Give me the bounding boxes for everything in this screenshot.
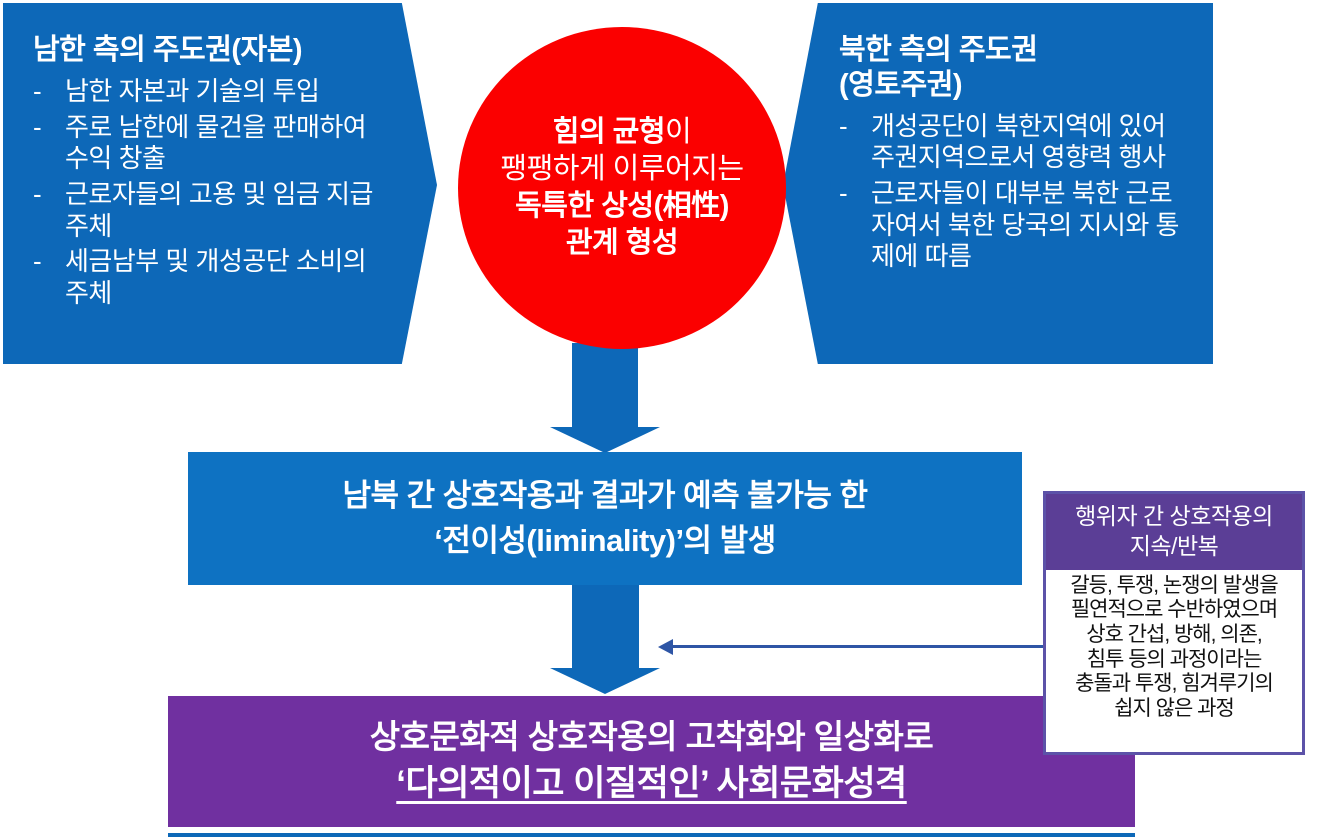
bullet-item: - 개성공단이 북한지역에 있어 주권지역으로서 영향력 행사	[839, 111, 1181, 174]
north-title-line2: (영토주권)	[839, 68, 963, 101]
circle-line4: 관계 형성	[565, 227, 679, 260]
annotation-arrow-line	[672, 645, 1043, 648]
bullet-dash: -	[839, 178, 848, 209]
annotation-body-line: 충돌과 투쟁, 힘겨루기의	[1075, 672, 1274, 696]
annotation-arrow-head-icon	[658, 639, 673, 655]
annotation-header: 행위자 간 상호작용의 지속/반복	[1046, 494, 1302, 570]
bullet-dash: -	[839, 110, 848, 141]
circle-line1: 힘의 균형이	[552, 114, 692, 151]
circle-line2: 팽팽하게 이루어지는	[500, 152, 744, 185]
bullet-text: 세금남부 및 개성공단 소비의 주체	[65, 246, 367, 309]
outcome-line1: 상호문화적 상호작용의 고착화와 일상화로	[369, 717, 934, 755]
north-title-line1: 북한 측의 주도권	[839, 34, 1038, 66]
bullet-dash: -	[33, 111, 42, 142]
annotation-body-line: 필연적으로 수반하였으며	[1070, 598, 1278, 622]
liminality-line1: 남북 간 상호작용과 결과가 예측 불가능 한	[342, 478, 868, 514]
annotation-body: 갈등, 투쟁, 논쟁의 발생을 필연적으로 수반하였으며 상호 간섭, 방해, …	[1046, 570, 1302, 722]
annotation-body-line: 침투 등의 과정이라는	[1086, 647, 1263, 671]
down-arrow-2-head	[550, 668, 660, 694]
down-arrow-1-head	[550, 427, 660, 453]
circle-line1-rest: 이	[665, 115, 692, 148]
bullet-text: 개성공단이 북한지역에 있어 주권지역으로서 영향력 행사	[871, 110, 1166, 173]
south-initiative-title: 남한 측의 주도권(자본)	[33, 34, 303, 66]
liminality-box: 남북 간 상호작용과 결과가 예측 불가능 한 ‘전이성(liminality)…	[188, 452, 1022, 585]
bullet-item: - 근로자들이 대부분 북한 근로자여서 북한 당국의 지시와 통제에 따름	[839, 178, 1181, 273]
outcome-box: 상호문화적 상호작용의 고착화와 일상화로 ‘다의적이고 이질적인’ 사회문화성…	[168, 696, 1135, 827]
annotation-header-line1: 행위자 간 상호작용의	[1075, 503, 1273, 529]
bullet-text: 근로자들의 고용 및 임금 지급 주체	[65, 178, 373, 241]
annotation-header-line2: 지속/반복	[1129, 533, 1219, 560]
annotation-box: 행위자 간 상호작용의 지속/반복 갈등, 투쟁, 논쟁의 발생을 필연적으로 …	[1043, 491, 1305, 755]
bullet-text: 근로자들이 대부분 북한 근로자여서 북한 당국의 지시와 통제에 따름	[871, 178, 1179, 272]
annotation-body-line: 쉽지 않은 과정	[1114, 697, 1235, 721]
circle-line1-bold: 힘의 균형	[552, 115, 666, 148]
balance-circle: 힘의 균형이 팽팽하게 이루어지는 독특한 상성(相性) 관계 형성	[458, 27, 786, 349]
bullet-item: - 근로자들의 고용 및 임금 지급 주체	[33, 179, 373, 242]
down-arrow-1-shaft	[572, 343, 638, 428]
bullet-dash: -	[33, 178, 42, 209]
annotation-body-line: 갈등, 투쟁, 논쟁의 발생을	[1070, 573, 1278, 597]
down-arrow-2-shaft	[572, 585, 639, 669]
liminality-line2: ‘전이성(liminality)’의 발생	[434, 522, 776, 558]
bullet-item: - 주로 남한에 물건을 판매하여 수익 창출	[33, 112, 373, 175]
north-initiative-title: 북한 측의 주도권 (영토주권)	[839, 33, 1181, 103]
bullet-text: 남한 자본과 기술의 투입	[65, 75, 320, 106]
circle-line3: 독특한 상성(相性)	[515, 190, 729, 222]
bottom-blue-strip	[168, 833, 1135, 837]
annotation-body-line: 상호 간섭, 방해, 의존,	[1086, 623, 1263, 647]
north-initiative-shape: 북한 측의 주도권 (영토주권) - 개성공단이 북한지역에 있어 주권지역으로…	[783, 3, 1213, 364]
bullet-item: - 세금남부 및 개성공단 소비의 주체	[33, 246, 373, 309]
outcome-line2: ‘다의적이고 이질적인’ 사회문화성격	[396, 764, 907, 804]
bullet-dash: -	[33, 75, 42, 106]
bullet-dash: -	[33, 246, 42, 277]
south-initiative-shape: 남한 측의 주도권(자본) - 남한 자본과 기술의 투입 - 주로 남한에 물…	[3, 3, 437, 364]
bullet-item: - 남한 자본과 기술의 투입	[33, 76, 373, 108]
bullet-text: 주로 남한에 물건을 판매하여 수익 창출	[65, 111, 367, 174]
